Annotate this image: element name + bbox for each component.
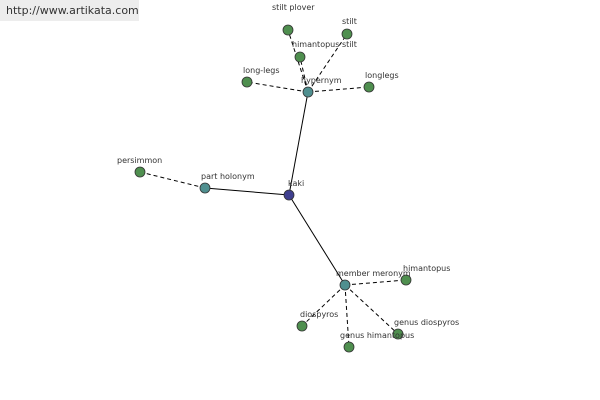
relation-label-part-holonym: part holonym <box>201 172 255 181</box>
leaf-node-long-legs[interactable] <box>241 76 253 88</box>
edge-hypernym-longlegs <box>307 86 370 93</box>
leaf-label-longlegs: longlegs <box>365 71 399 80</box>
edge-member-meronym-himantopus <box>344 279 407 286</box>
edge-kaki-hypernym <box>288 91 309 196</box>
graph-nodes <box>134 24 412 353</box>
leaf-label-persimmon: persimmon <box>117 156 162 165</box>
graph-labels: stilt plover himantopus stilt stilt long-le… <box>117 3 459 340</box>
edge-part-holonym-persimmon <box>139 171 206 189</box>
leaf-node-persimmon[interactable] <box>134 166 146 178</box>
relation-node-part-holonym[interactable] <box>199 182 211 194</box>
leaf-label-himantopus-stilt: himantopus stilt <box>292 40 357 49</box>
relation-label-member-meronym: member meronym <box>336 269 411 278</box>
edge-kaki-part-holonym <box>204 187 290 196</box>
leaf-node-himantopus-stilt[interactable] <box>294 51 306 63</box>
leaf-label-himantopus: himantopus <box>403 264 450 273</box>
relation-node-member-meronym[interactable] <box>339 279 351 291</box>
leaf-label-stilt-plover: stilt plover <box>272 3 315 12</box>
leaf-node-genus-himantopus[interactable] <box>343 341 355 353</box>
edge-hypernym-himantopus-stilt <box>299 56 309 93</box>
leaf-label-stilt: stilt <box>342 17 357 26</box>
leaf-node-stilt[interactable] <box>341 28 353 40</box>
leaf-node-diospyros[interactable] <box>296 320 308 332</box>
relation-node-hypernym[interactable] <box>302 86 314 98</box>
leaf-label-diospyros: diospyros <box>300 310 338 319</box>
leaf-label-long-legs: long-legs <box>243 66 280 75</box>
leaf-label-genus-diospyros: genus diospyros <box>394 318 459 327</box>
edge-member-meronym-genus-diospyros <box>344 284 399 335</box>
leaf-node-longlegs[interactable] <box>363 81 375 93</box>
edge-hypernym-stilt-plover <box>287 29 309 93</box>
edge-member-meronym-diospyros <box>301 284 346 327</box>
source-url[interactable]: http://www.artikata.com <box>6 4 139 17</box>
edge-kaki-member-meronym <box>288 194 346 286</box>
edge-hypernym-long-legs <box>246 81 309 93</box>
source-url-banner: http://www.artikata.com <box>0 0 139 21</box>
leaf-label-genus-himantopus: genus himantopus <box>340 331 414 340</box>
center-label-kaki: kaki <box>288 179 304 188</box>
center-node-kaki[interactable] <box>283 189 295 201</box>
graph-edges <box>139 29 407 348</box>
relation-label-hypernym: hypernym <box>301 76 342 85</box>
leaf-node-genus-diospyros[interactable] <box>392 328 404 340</box>
edge-member-meronym-genus-himantopus <box>344 284 350 348</box>
leaf-node-stilt-plover[interactable] <box>282 24 294 36</box>
leaf-node-himantopus[interactable] <box>400 274 412 286</box>
edge-hypernym-stilt <box>307 33 348 93</box>
